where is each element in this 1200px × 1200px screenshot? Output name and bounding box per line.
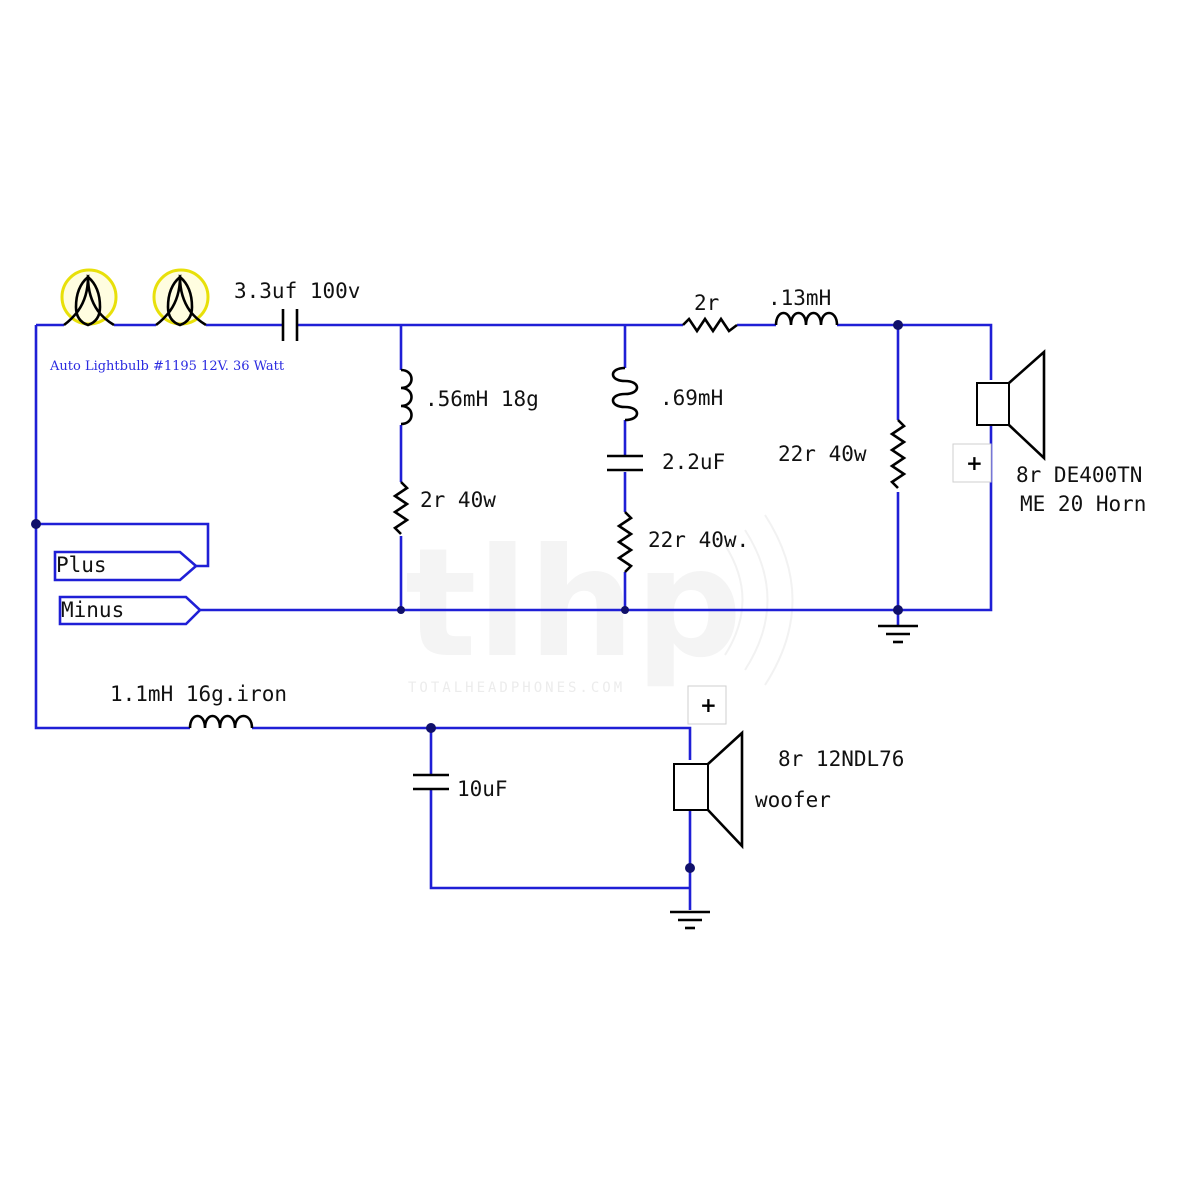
svg-text:Plus: Plus — [56, 553, 107, 577]
woofer-type-label: woofer — [755, 788, 831, 812]
notch1-resistor-label: 2r 40w — [420, 488, 496, 512]
ground-icon — [670, 910, 710, 930]
lightbulb-1 — [60, 268, 118, 327]
notch1-inductor-label: .56mH 18g — [425, 387, 539, 411]
woofer-model-label: 8r 12NDL76 — [778, 747, 904, 771]
notch2-inductor-label: .69mH — [660, 386, 723, 410]
svg-text:Minus: Minus — [61, 598, 124, 622]
series-capacitor — [281, 309, 299, 341]
woofer-inductor-label: 1.1mH 16g.iron — [110, 682, 287, 706]
junction-node — [426, 723, 436, 733]
woofer-capacitor — [413, 773, 449, 791]
notch2-capacitor-label: 2.2uF — [662, 450, 725, 474]
ground-icon — [878, 624, 918, 644]
series-inductor-label: .13mH — [768, 286, 831, 310]
svg-text:+: + — [966, 451, 983, 475]
watermark: tlhp TOTALHEADPHONES.COM — [405, 514, 794, 696]
tweeter-polarity: + — [952, 443, 992, 483]
plus-port[interactable]: Plus — [53, 550, 198, 582]
series-capacitor-label: 3.3uf 100v — [234, 279, 360, 303]
notch2-resistor-label: 22r 40w. — [648, 528, 749, 552]
woofer-speaker-icon — [673, 730, 744, 850]
shunt-resistor — [889, 419, 907, 489]
series-resistor-label: 2r — [694, 291, 719, 315]
junction-node — [397, 606, 405, 614]
woofer-polarity: + — [687, 685, 727, 725]
notch2-resistor — [616, 511, 634, 573]
series-resistor — [682, 316, 738, 334]
junction-node — [685, 863, 695, 873]
junction-node — [621, 606, 629, 614]
notch2-capacitor — [607, 454, 643, 472]
shunt-resistor-label: 22r 40w — [778, 442, 867, 466]
watermark-logo: tlhp — [405, 517, 742, 691]
wiring — [34, 323, 993, 910]
junction-node — [31, 519, 41, 529]
notch1-inductor — [400, 368, 413, 426]
lightbulb-2 — [152, 268, 210, 327]
watermark-url: TOTALHEADPHONES.COM — [408, 680, 625, 696]
minus-port[interactable]: Minus — [58, 595, 202, 626]
notch1-resistor — [392, 481, 410, 535]
woofer-capacitor-label: 10uF — [457, 777, 508, 801]
junction-node — [893, 320, 903, 330]
junction-nodes — [31, 320, 903, 873]
bulb-label: Auto Lightbulb #1195 12V. 36 Watt — [49, 359, 285, 374]
notch2-inductor — [611, 366, 639, 422]
svg-text:+: + — [700, 693, 717, 717]
woofer-inductor — [188, 714, 254, 729]
tweeter-horn-label: ME 20 Horn — [1020, 492, 1146, 516]
junction-node — [893, 605, 903, 615]
tweeter-model-label: 8r DE400TN — [1016, 463, 1142, 487]
tweeter-speaker-icon — [976, 349, 1046, 462]
series-inductor — [774, 311, 839, 326]
